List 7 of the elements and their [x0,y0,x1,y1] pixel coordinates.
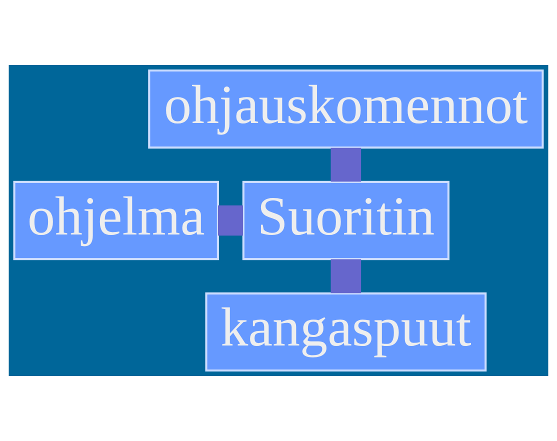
connector [218,205,243,236]
node-box: ohjauskomennot [148,69,544,149]
node-box: kangaspuut [205,292,487,372]
node-box: ohjelma [13,180,219,260]
connector [330,148,362,182]
connector [330,259,362,294]
node-box: Suoritin [242,180,450,260]
